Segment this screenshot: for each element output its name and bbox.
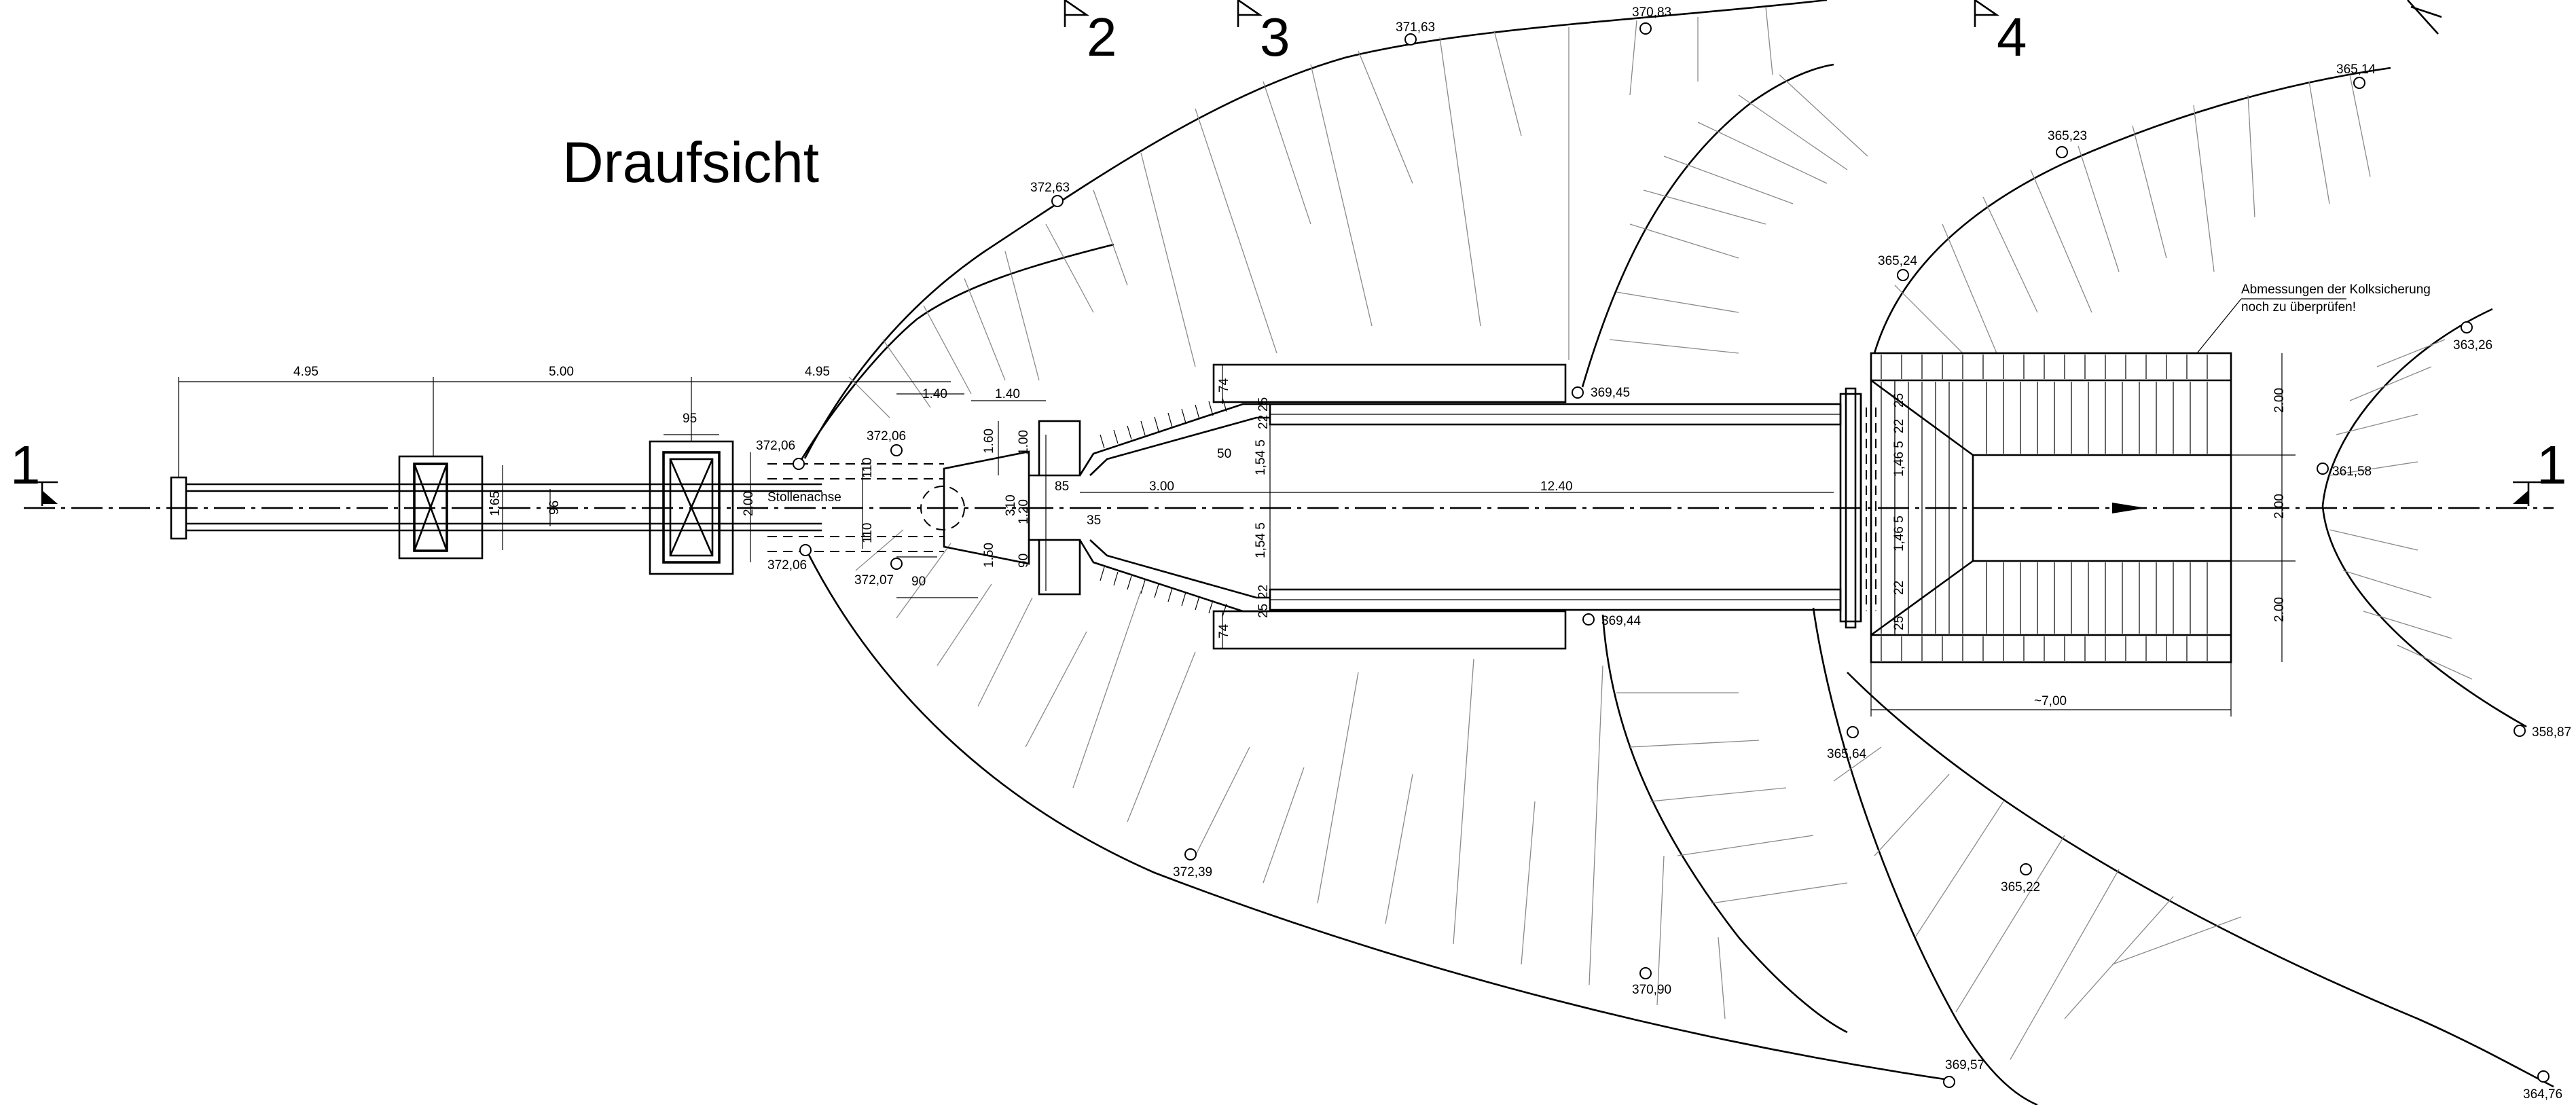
right-outlet-bowl xyxy=(2321,308,2527,728)
upper-middle-slope-edge xyxy=(1581,63,1834,388)
elevation-label: 365,14 xyxy=(2336,62,2376,77)
dimension-label: 2.00 xyxy=(2272,597,2287,622)
elevation-label: 369,45 xyxy=(1591,386,1630,400)
dimension-label: 1.20 xyxy=(1017,499,1031,524)
dimension-label: 96 xyxy=(547,501,562,515)
dimension-label: 1,46 5 xyxy=(1892,515,1906,551)
drawing-title: Draufsicht xyxy=(562,130,819,194)
slope-hatching xyxy=(848,6,2473,1060)
wing-wall-bottom xyxy=(1212,610,1567,650)
section-1-right: 1 xyxy=(2537,435,2567,495)
dimension-label: 25 xyxy=(1892,393,1906,407)
elevation-label: 358,87 xyxy=(2532,725,2571,740)
elevation-labels: 371,63 370,83 372,63 365,14 365,23 365,2… xyxy=(756,5,2571,1102)
dimension-label: 12.40 xyxy=(1540,479,1573,494)
lower-middle-slope-edge xyxy=(1812,607,2038,1105)
section-marks xyxy=(27,0,2543,506)
section-2: 2 xyxy=(1087,7,1117,67)
section-1-left: 1 xyxy=(10,435,41,495)
inlet-block-top xyxy=(1038,420,1081,477)
elevation-label: 372,39 xyxy=(1173,865,1212,880)
dimension-label: 1.00 xyxy=(1017,430,1031,455)
lower-middle-slope-toe xyxy=(1601,614,1848,1034)
dimension-label: 1.65 xyxy=(488,491,503,516)
dimension-label: 50 xyxy=(1217,447,1231,461)
elevation-label: 370,90 xyxy=(1632,983,1671,997)
section-4: 4 xyxy=(1997,7,2027,67)
dimension-label: 1.40 xyxy=(995,387,1020,401)
dimension-label: 25 xyxy=(1256,397,1271,412)
elevation-label: 372,63 xyxy=(1030,181,1070,195)
dimension-label: 1,46 5 xyxy=(1892,441,1906,477)
dimension-label: 95 xyxy=(683,412,697,426)
lower-right-slope-edge xyxy=(1847,672,2554,1088)
elevation-label: 369,57 xyxy=(1945,1058,1984,1072)
dimension-label: 310 xyxy=(1004,494,1018,516)
elevation-label: 369,44 xyxy=(1601,614,1641,628)
elevation-label: 372,06 xyxy=(767,558,807,573)
dimension-label: 25 xyxy=(1892,616,1906,630)
dimension-labels: 4.95 5.00 4.95 1.40 1.40 95 1.65 96 2.00… xyxy=(293,365,2287,708)
elevation-label: 365,23 xyxy=(2048,129,2087,143)
dimension-label: 110 xyxy=(860,458,875,478)
elevation-label: 372,07 xyxy=(854,573,894,587)
upper-left-slope-toe xyxy=(797,243,1114,466)
taper-hatch-top xyxy=(1100,397,1227,449)
dimension-label: 90 xyxy=(911,575,926,589)
dimension-label: 22 xyxy=(1892,419,1906,433)
lower-left-slope-edge xyxy=(807,553,1950,1081)
dimension-label: 22 xyxy=(1892,581,1906,595)
dimension-label: 35 xyxy=(1087,513,1101,528)
dimension-label: 74 xyxy=(1217,378,1231,393)
dimension-label: 110 xyxy=(860,523,875,543)
dimension-label: 74 xyxy=(1217,623,1231,638)
dimension-label: 22 xyxy=(1256,415,1271,429)
elevation-label: 372,06 xyxy=(756,439,795,453)
dimension-label: 4.95 xyxy=(805,365,830,379)
upper-right-slope-edge xyxy=(1873,67,2391,354)
elevation-label: 364,76 xyxy=(2523,1087,2562,1102)
inlet-funnel xyxy=(943,450,1030,565)
note-line-1: Abmessungen der Kolksicherung xyxy=(2241,283,2431,297)
dimension-label: 1.50 xyxy=(982,543,996,568)
elevation-label: 361,58 xyxy=(2332,465,2372,479)
elevation-label: 365,24 xyxy=(1878,254,1918,268)
dimension-label: 1.60 xyxy=(982,429,996,454)
dimension-label: 3.00 xyxy=(1149,479,1174,494)
dimension-label: 2.00 xyxy=(2272,388,2287,413)
dimension-label: 1.40 xyxy=(922,387,947,401)
channel xyxy=(1078,363,1876,650)
dimension-label: ~7,00 xyxy=(2034,694,2067,708)
elevation-label: 372,06 xyxy=(867,429,906,443)
dimension-label: 25 xyxy=(1256,604,1271,618)
dimension-lines xyxy=(178,353,2296,717)
upper-left-slope-edge xyxy=(803,0,1828,459)
dimension-label: 2.00 xyxy=(2272,494,2287,519)
dimension-label: 5.00 xyxy=(549,365,574,379)
axis-label: Stollenachse xyxy=(767,490,841,505)
elevation-label: 371,63 xyxy=(1396,20,1435,35)
dimension-label: 4.95 xyxy=(293,365,319,379)
dimension-label: 85 xyxy=(1055,479,1069,494)
dimension-label: 2.00 xyxy=(742,491,756,516)
section-3: 3 xyxy=(1260,7,1290,67)
terrain-outlines xyxy=(797,0,2554,1105)
dimension-label: 1,54 5 xyxy=(1254,522,1268,558)
elevation-label: 365,22 xyxy=(2001,880,2040,894)
elevation-label: 365,64 xyxy=(1827,747,1867,761)
wing-wall-top xyxy=(1212,363,1567,403)
taper-hatch-bottom xyxy=(1100,566,1227,617)
elevation-label: 363,26 xyxy=(2453,338,2492,352)
dimension-label: 90 xyxy=(1017,554,1031,568)
dimension-label: 22 xyxy=(1256,585,1271,599)
elevation-label: 370,83 xyxy=(1632,5,1671,20)
note-line-2: noch zu überprüfen! xyxy=(2241,300,2356,314)
elevation-markers xyxy=(793,22,2550,1088)
dimension-label: 1,54 5 xyxy=(1254,439,1268,475)
inlet-block-bottom xyxy=(1038,539,1081,596)
